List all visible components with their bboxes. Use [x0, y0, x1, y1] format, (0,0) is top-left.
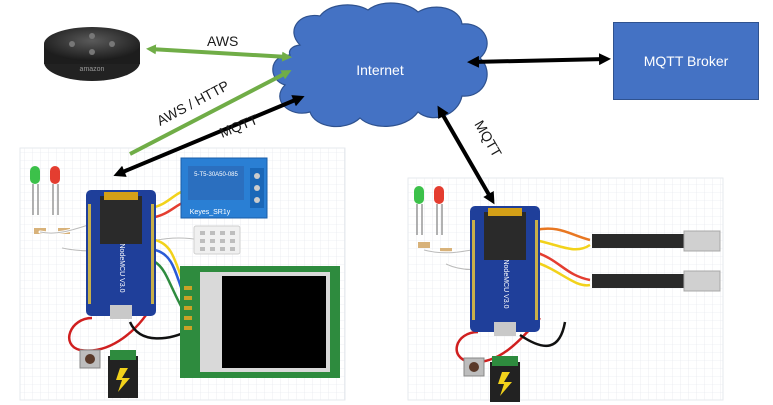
- mqtt-left-arrow: [113, 95, 305, 177]
- resistor-icon: [418, 242, 452, 254]
- relay-text-bottom: Keyes_SR1y: [190, 209, 231, 216]
- temperature-probe-icon: [592, 230, 721, 252]
- mqtt-right-label: MQTT: [471, 118, 505, 161]
- aws-label: AWS: [207, 33, 238, 49]
- relay-text-top: 5-T5-30A50-085: [194, 172, 238, 178]
- internet-cloud: [272, 2, 488, 128]
- mqtt-right-arrow: [437, 105, 495, 205]
- tft-display: [180, 266, 340, 378]
- led-icon: [414, 186, 444, 235]
- relay-module: 5-T5-30A50-085 Keyes_SR1y: [180, 157, 268, 219]
- power-jack-icon: [108, 350, 138, 398]
- echo-dot-icon: amazon: [44, 27, 140, 81]
- broker-arrow: [467, 53, 611, 68]
- push-button-icon: [463, 357, 485, 377]
- led-icon: [30, 166, 60, 215]
- internet-label: Internet: [356, 62, 404, 78]
- mqtt-broker-box: MQTT Broker: [613, 22, 759, 100]
- dht-sensor: [193, 225, 241, 255]
- echo-brand-text: amazon: [80, 66, 105, 73]
- mqtt-left-label: MQTT: [217, 111, 260, 141]
- right-circuit: NodeMCU V3.0: [414, 186, 721, 402]
- power-jack-icon: [490, 356, 520, 402]
- aws-arrow: [146, 44, 292, 62]
- nodemcu-board-right: NodeMCU V3.0: [470, 206, 540, 336]
- left-circuit: NodeMCU V3.0 5-T5-30A50-085 Keyes_SR1y: [30, 157, 340, 398]
- nodemcu-board-left: NodeMCU V3.0: [86, 190, 156, 319]
- temperature-probe-icon: [592, 270, 721, 292]
- nodemcu-label-left: NodeMCU V3.0: [118, 243, 125, 292]
- push-button-icon: [79, 349, 101, 369]
- mqtt-broker-label: MQTT Broker: [643, 53, 729, 69]
- right-grid-panel: [407, 177, 724, 401]
- nodemcu-label-right: NodeMCU V3.0: [502, 259, 509, 308]
